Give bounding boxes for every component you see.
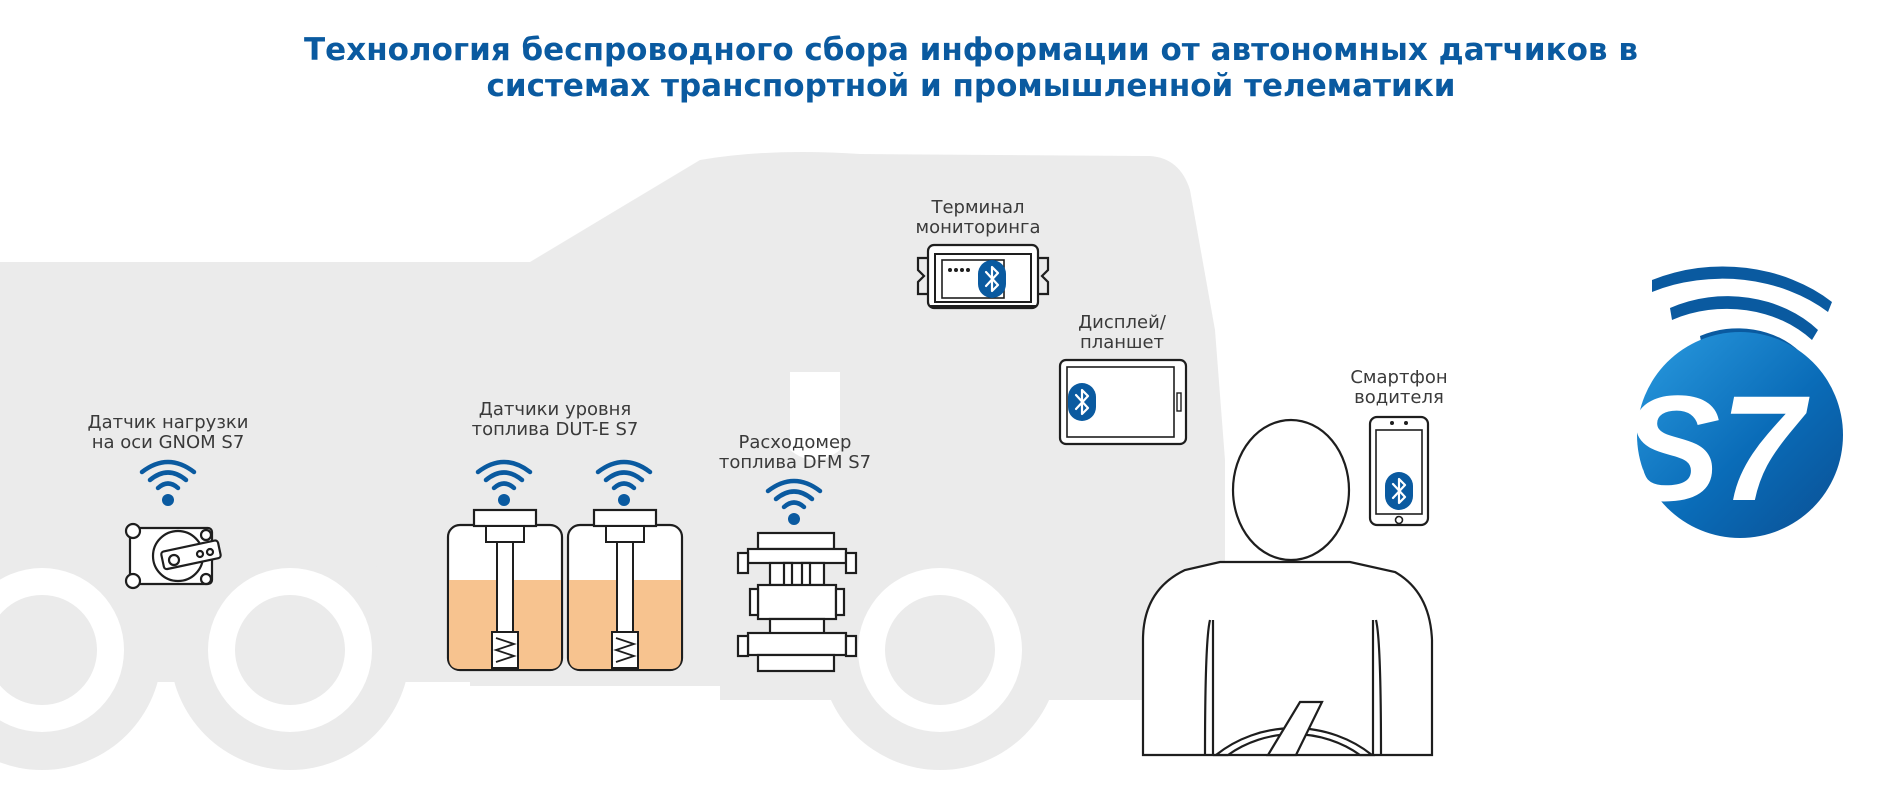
label-line: Датчик нагрузки	[87, 412, 249, 433]
steering-wheel-icon	[1212, 700, 1376, 757]
label-line: планшет	[1079, 332, 1165, 353]
fuel-tank-1-icon	[446, 508, 564, 672]
s7-logo-text: S7	[1620, 364, 1810, 532]
label-line: Смартфон	[1350, 367, 1448, 388]
label-line: Датчики уровня	[478, 399, 632, 420]
label-line: топлива DUT-E S7	[471, 419, 639, 440]
truck-window	[790, 372, 840, 460]
page-title-line2: системах транспортной и промышленной тел…	[486, 68, 1456, 104]
label-smartphone: Смартфон водителя	[1344, 368, 1454, 408]
fuel-tank-2-icon	[566, 508, 684, 672]
label-display-tablet: Дисплей/ планшет	[1062, 313, 1182, 353]
label-fuel-level-sensors: Датчики уровня топлива DUT-E S7	[460, 400, 650, 440]
label-line: водителя	[1354, 387, 1444, 408]
bluetooth-icon	[1066, 381, 1098, 423]
label-axle-load-sensor: Датчик нагрузки на оси GNOM S7	[78, 413, 258, 453]
bluetooth-icon	[1383, 470, 1415, 512]
label-line: топлива DFM S7	[718, 452, 872, 473]
axle-load-sensor-icon	[124, 522, 222, 590]
label-line: мониторинга	[915, 217, 1041, 238]
label-line: Терминал	[931, 197, 1025, 218]
bluetooth-icon	[976, 258, 1008, 300]
s7-logo: S7	[1620, 266, 1843, 538]
page-title: Технология беспроводного сбора информаци…	[0, 32, 1882, 104]
tablet-icon	[1058, 358, 1188, 446]
truck-silhouette	[0, 152, 1225, 770]
label-line: Расходомер	[738, 432, 852, 453]
label-line: на оси GNOM S7	[91, 432, 245, 453]
smartphone-icon	[1368, 415, 1430, 527]
fuel-flow-meter-icon	[736, 531, 858, 673]
label-monitoring-terminal: Терминал мониторинга	[903, 198, 1053, 238]
label-fuel-flow-meter: Расходомер топлива DFM S7	[710, 433, 880, 473]
label-line: Дисплей/	[1078, 312, 1166, 333]
monitoring-terminal-icon	[916, 243, 1050, 310]
driver-figure	[1141, 418, 1434, 757]
page-title-line1: Технология беспроводного сбора информаци…	[304, 32, 1638, 68]
